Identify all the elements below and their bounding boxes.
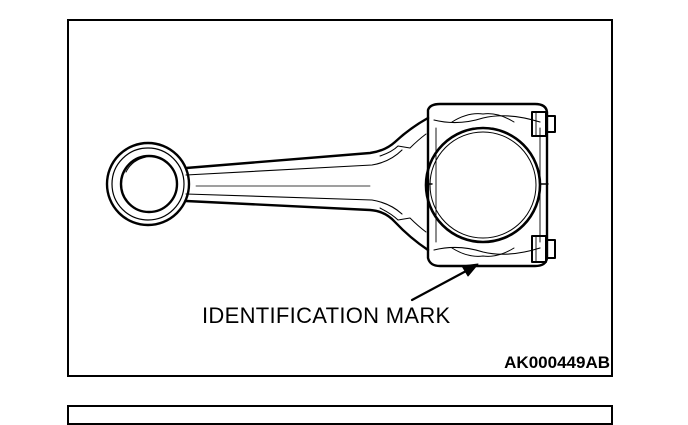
cap-bolt-lower-icon — [531, 235, 556, 263]
arrow-icon — [410, 263, 479, 302]
big-end-icon — [424, 102, 549, 268]
rod-beam-icon — [184, 116, 430, 252]
connecting-rod-icon — [105, 102, 556, 302]
figure-frame — [67, 19, 613, 377]
cap-bolt-upper-icon — [531, 111, 556, 137]
identification-mark-label: IDENTIFICATION MARK — [202, 303, 451, 328]
figure-code: AK000449AB — [504, 353, 610, 372]
small-end-icon — [105, 141, 191, 227]
